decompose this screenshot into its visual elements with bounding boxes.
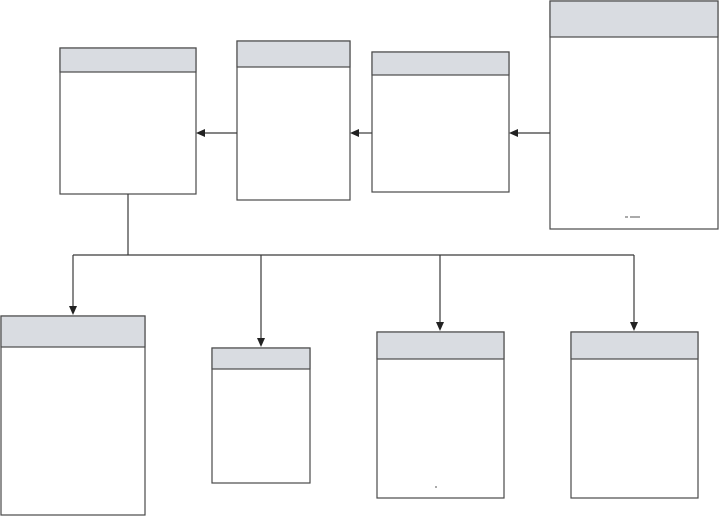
arrowhead-left [350,129,359,137]
entity-top-3[interactable] [371,51,510,193]
relation-top3-to-top2 [350,129,372,137]
entity-top-1[interactable] [59,47,197,195]
arrowhead-down [630,322,638,331]
entity-header [549,0,719,38]
entity-body [0,315,146,516]
entity-header [376,331,505,360]
relation-top4-to-top3 [509,129,550,137]
entity-bottom-1[interactable] [0,315,146,516]
entity-body [376,331,505,499]
arrowhead-down [436,322,444,331]
arrowhead-left [196,129,205,137]
entity-bottom-4[interactable] [570,331,699,499]
entity-header [570,331,699,360]
arrowhead-down [257,338,265,347]
entity-bottom-3[interactable] [376,331,505,499]
entity-header [236,40,351,68]
entity-top-2[interactable] [236,40,351,201]
arrowhead-left [509,129,518,137]
entity-header [0,315,146,348]
arrowhead-down [69,306,77,315]
entity-body [549,0,719,230]
entity-top-4[interactable] [549,0,719,230]
entity-header [59,47,197,73]
entity-body [570,331,699,499]
entity-header [211,347,311,370]
entity-header [371,51,510,76]
relation-fanout [69,194,638,347]
entity-bottom-2[interactable] [211,347,311,484]
entity-body [211,347,311,484]
relation-top2-to-top1 [196,129,237,137]
